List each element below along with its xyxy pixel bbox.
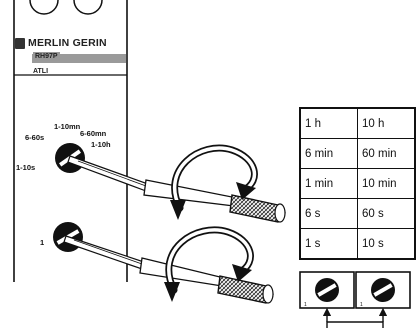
label-strip (32, 54, 126, 63)
device-housing (13, 0, 128, 282)
dial-range-label: 1-10h (91, 140, 111, 149)
device-product: ATLI (33, 68, 49, 75)
table-cell: 60 s (357, 198, 416, 229)
merlin-gerin-logo-icon (15, 37, 25, 49)
table-cell: 6 min (299, 138, 358, 169)
rotate-arrow-icon (170, 144, 258, 220)
table-cell: 1 s (299, 228, 358, 260)
table-cell: 6 s (299, 198, 358, 229)
table-cell: 1 h (299, 107, 358, 139)
dial-box: 1 (355, 271, 411, 309)
brand-name: MERLIN GERIN (28, 37, 107, 49)
dial-box: 1 (299, 271, 355, 309)
table-cell: 10 h (357, 107, 416, 139)
table-cell: 60 min (357, 138, 416, 169)
dial-range-label: 1-10mn (54, 122, 81, 131)
device-model: RH97P (33, 52, 60, 61)
dial-range-label: 6-60mn (80, 129, 107, 138)
screwdriver-icon (67, 155, 286, 223)
table-cell: 10 min (357, 168, 416, 199)
brand: MERLIN GERIN (15, 37, 107, 49)
terminal-hole (73, 0, 103, 15)
terminal-hole (29, 0, 59, 15)
table-cell: 1 min (299, 168, 358, 199)
svg-text:1: 1 (360, 302, 363, 308)
double-arrow-icon (322, 307, 388, 328)
table-cell: 10 s (357, 228, 416, 260)
dial-range-label: 1 (40, 238, 45, 247)
screwdriver-icon (63, 235, 274, 304)
dial-range-label: 6-60s (25, 133, 45, 142)
dial-range-label: 1-10s (16, 163, 36, 172)
rotate-arrow-icon (164, 226, 254, 302)
svg-text:1: 1 (304, 302, 307, 308)
